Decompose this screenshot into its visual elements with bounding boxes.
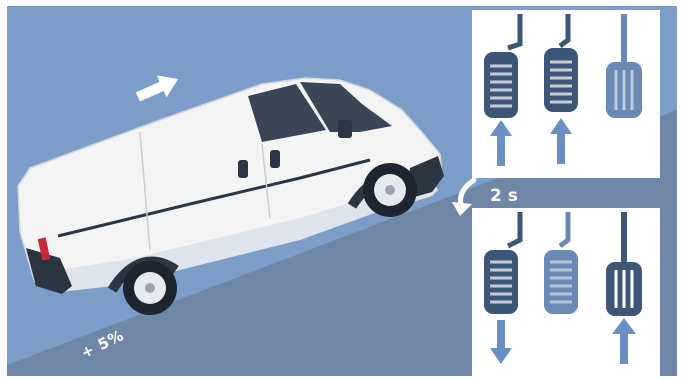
pedal-panel-before (472, 10, 660, 178)
pedal-panel-after (472, 208, 660, 376)
van-door-handle-2 (270, 150, 280, 168)
van-mirror (338, 120, 352, 138)
van-rear-wheel (123, 261, 177, 315)
van-front-wheel (363, 163, 417, 217)
hold-duration-label: 2 s (490, 186, 518, 206)
van-door-handle (238, 160, 248, 178)
